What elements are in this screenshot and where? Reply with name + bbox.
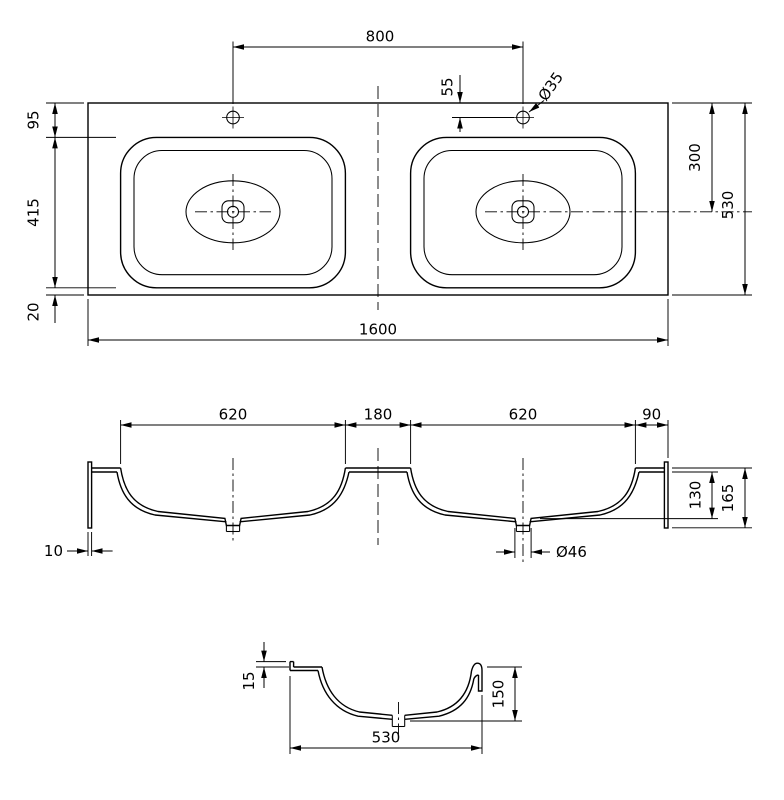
- dim-label-wall-thickness: 10: [44, 542, 63, 560]
- dim-side-depth: 530: [289, 676, 483, 754]
- left-basin-inner-rim: [133, 149, 333, 276]
- side-view: 15 150 530: [240, 642, 522, 754]
- dim-front-top-row: 620 180 620 90: [120, 406, 669, 464]
- left-bowl-inner-profile: [119, 467, 347, 527]
- dim-label-rim-to-edge: 20: [25, 302, 43, 321]
- dim-label-side-depth: 530: [372, 729, 401, 747]
- dim-label-overall-depth: 530: [719, 191, 737, 220]
- dim-label-edge-to-faucet: 55: [439, 77, 457, 96]
- faucet-holes: [222, 106, 534, 129]
- right-bowl-outer-profile: [406, 471, 640, 523]
- dim-front-right-column: 130 165: [540, 467, 752, 529]
- dim-rim-upstand: 15: [240, 642, 289, 691]
- dim-label-left-bowl-width: 620: [219, 406, 248, 424]
- left-basin-outer-rim: [119, 136, 347, 289]
- dim-drain-diameter: Ø46: [496, 528, 587, 561]
- dim-label-edge-to-drain: 300: [686, 143, 704, 172]
- dim-edge-to-faucet: 55: [439, 75, 514, 132]
- dim-right-column: 300 530: [672, 102, 752, 296]
- left-end-flange: [87, 461, 93, 529]
- right-end-flange: [663, 461, 669, 529]
- dim-label-overall-width: 1600: [359, 321, 397, 339]
- right-bowl-inner-profile: [409, 467, 637, 527]
- right-basin-inner-rim: [423, 149, 623, 276]
- left-basin: [119, 136, 347, 289]
- front-rim-profile: [470, 662, 483, 692]
- front-view: 620 180 620 90 130 165 10: [44, 406, 752, 562]
- left-bowl-outer-profile: [116, 471, 350, 523]
- dim-body-height: 150: [410, 666, 522, 722]
- dim-faucet-spacing: 800: [232, 28, 524, 104]
- dim-label-overall-height: 165: [719, 484, 737, 513]
- plan-view: 800 55 Ø35 95 415 20: [25, 28, 752, 346]
- dim-label-right-bowl-width: 620: [509, 406, 538, 424]
- dim-label-rim-upstand: 15: [240, 671, 258, 690]
- leader-line: [528, 100, 545, 113]
- dim-label-body-height: 150: [490, 680, 508, 709]
- right-basin: [409, 136, 752, 289]
- dim-label-rim-depth: 415: [25, 198, 43, 227]
- dim-label-faucet-spacing: 800: [366, 28, 395, 46]
- dim-label-end-margin: 90: [642, 406, 661, 424]
- bowl-inner-profile: [321, 666, 473, 716]
- dim-overall-width: 1600: [87, 299, 669, 346]
- dim-label-bowl-depth: 130: [687, 481, 705, 510]
- dim-label-faucet-hole-diameter: Ø35: [535, 69, 567, 105]
- dim-label-edge-to-rim: 95: [25, 110, 43, 129]
- right-basin-outer-rim: [409, 136, 637, 289]
- dim-faucet-hole-diameter: Ø35: [528, 69, 567, 113]
- dim-wall-thickness: 10: [44, 532, 113, 560]
- dim-left-column: 95 415 20: [25, 102, 116, 323]
- dim-label-drain-diameter: Ø46: [556, 543, 587, 561]
- bowl-outer-profile: [317, 670, 479, 720]
- dim-label-center-gap: 180: [364, 406, 393, 424]
